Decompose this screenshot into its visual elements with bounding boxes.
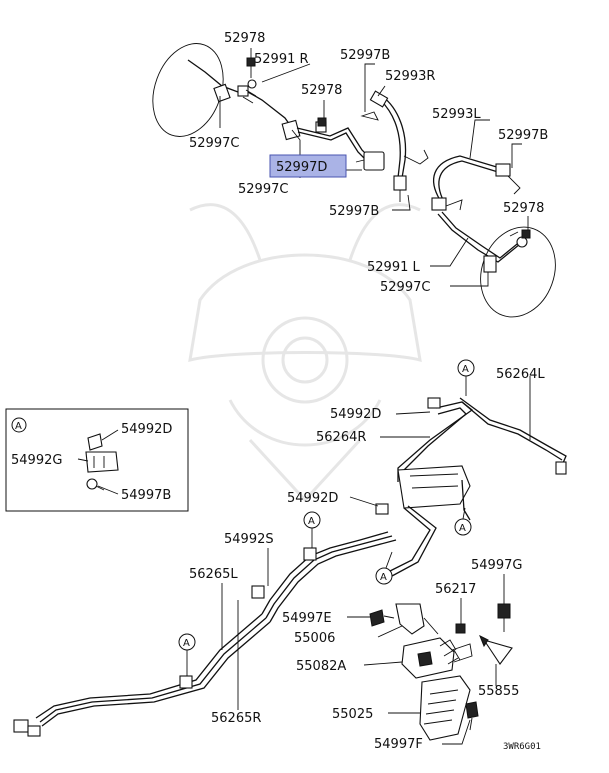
marker-a-1-letter: A	[462, 364, 469, 375]
label-52997C-mid[interactable]: 52997C	[238, 182, 288, 197]
marker-a-4-letter: A	[380, 572, 387, 583]
proportioning-bracket	[375, 397, 471, 577]
label-52993R[interactable]: 52993R	[385, 69, 435, 84]
part-labels: 52978 52991 R 52997B 52978 52993R 52997C…	[11, 31, 548, 752]
label-54992D-low[interactable]: 54992D	[287, 491, 338, 506]
label-56265R[interactable]: 56265R	[211, 711, 261, 726]
link-55855	[479, 634, 513, 686]
label-52997B-right[interactable]: 52997B	[498, 128, 548, 143]
bolt-54997F	[442, 701, 479, 745]
label-54997E[interactable]: 54997E	[282, 611, 332, 626]
bolt-54997E	[347, 609, 395, 627]
label-54992G-detail[interactable]: 54992G	[11, 453, 62, 468]
label-52997B-bot[interactable]: 52997B	[329, 204, 379, 219]
marker-a-5-letter: A	[183, 638, 190, 649]
label-52991R[interactable]: 52991 R	[254, 52, 309, 67]
brake-line-56265	[13, 613, 271, 737]
label-55006[interactable]: 55006	[294, 631, 335, 646]
label-54992S[interactable]: 54992S	[224, 532, 274, 547]
marker-a-5	[178, 633, 196, 676]
bracket-55006	[377, 603, 439, 638]
label-56265L[interactable]: 56265L	[189, 567, 238, 582]
label-52997C-left[interactable]: 52997C	[189, 136, 239, 151]
highlight-52997D[interactable]: 52997D	[269, 154, 347, 178]
bolt-52978-mid	[317, 117, 327, 127]
marker-a-4	[375, 551, 393, 585]
watermark-logo	[188, 203, 422, 503]
top-left-wheel-assembly	[152, 43, 293, 137]
brake-hose-52993R	[360, 90, 429, 202]
nut-56217	[455, 598, 466, 634]
label-52997B-top[interactable]: 52997B	[340, 48, 390, 63]
label-52997C-right[interactable]: 52997C	[380, 280, 430, 295]
marker-a-group	[178, 359, 475, 676]
label-52978-top[interactable]: 52978	[224, 31, 265, 46]
highlight-box	[269, 154, 347, 178]
label-54997G[interactable]: 54997G	[471, 558, 522, 573]
label-54997B-detail[interactable]: 54997B	[121, 488, 171, 503]
label-56264L[interactable]: 56264L	[496, 367, 545, 382]
marker-a-3	[303, 511, 321, 548]
label-52991L[interactable]: 52991 L	[367, 260, 420, 275]
label-56264R[interactable]: 56264R	[316, 430, 366, 445]
top-leaders	[219, 48, 529, 287]
label-55082A[interactable]: 55082A	[296, 659, 346, 674]
bolt-52978-right	[521, 229, 531, 239]
brake-line-56264L	[459, 397, 567, 475]
brake-line-52991R	[247, 79, 385, 171]
label-54997F[interactable]: 54997F	[374, 737, 423, 752]
marker-a-3-letter: A	[308, 516, 315, 527]
label-52993L[interactable]: 52993L	[432, 107, 481, 122]
label-52997D[interactable]: 52997D	[276, 160, 327, 175]
label-55025[interactable]: 55025	[332, 707, 373, 722]
diagram-code: 3WR6G01	[503, 742, 541, 752]
label-55855[interactable]: 55855	[478, 684, 519, 699]
label-52978-mid[interactable]: 52978	[301, 83, 342, 98]
label-56217[interactable]: 56217	[435, 582, 476, 597]
label-54992D-detail[interactable]: 54992D	[121, 422, 172, 437]
label-52978-right[interactable]: 52978	[503, 201, 544, 216]
detail-letter-a: A	[15, 421, 22, 432]
marker-a-2-letter: A	[459, 523, 466, 534]
bolt-54997G	[497, 574, 511, 632]
brake-line-main	[251, 531, 397, 623]
marker-a-2	[454, 507, 472, 536]
top-right-wheel-assembly	[437, 211, 556, 318]
brake-hose-52993L	[431, 155, 521, 211]
middle-leaders	[221, 376, 531, 710]
marker-a-1	[457, 359, 475, 396]
label-54992D-mid[interactable]: 54992D	[330, 407, 381, 422]
detail-box-a	[5, 408, 189, 512]
bracket-55025	[388, 675, 471, 741]
valve-55082A	[363, 637, 473, 679]
